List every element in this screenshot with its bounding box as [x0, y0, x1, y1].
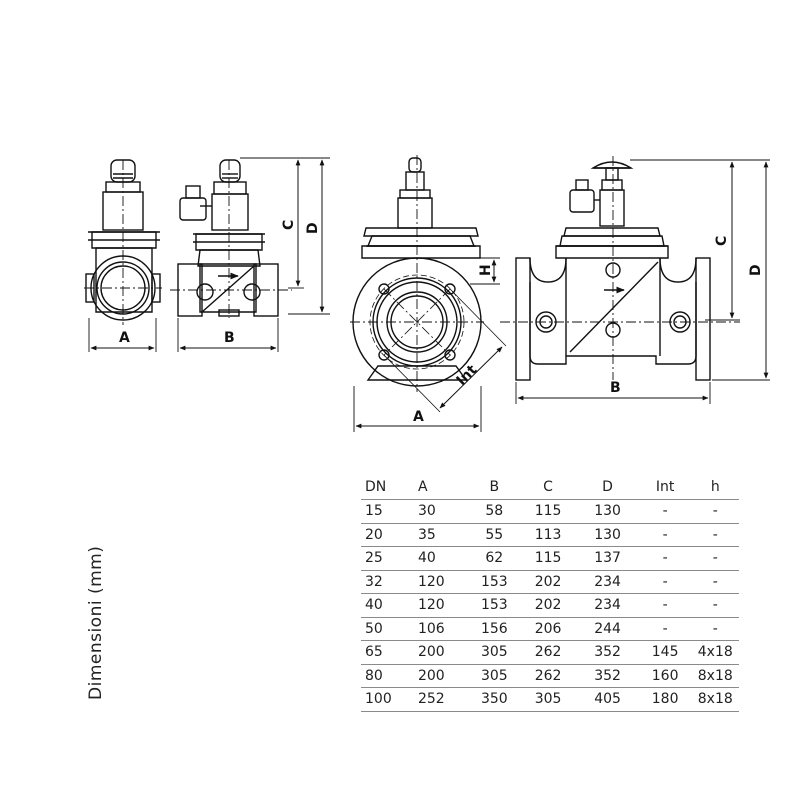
table-cell: 262	[519, 640, 577, 665]
view2-small-valve-side	[170, 157, 330, 352]
table-cell: -	[691, 617, 739, 641]
dimensions-caption: Dimensioni (mm)	[86, 545, 106, 700]
table-cell: -	[638, 523, 692, 547]
view2-label-b: B	[224, 330, 235, 346]
table-cell: -	[638, 499, 692, 524]
col-header-a: A	[413, 474, 469, 500]
view3-flanged-valve-front	[350, 155, 507, 432]
table-cell: 202	[519, 593, 577, 618]
table-cell: 153	[468, 570, 520, 594]
valve-technical-drawing: A B C D A H Int B C D	[84, 155, 770, 432]
table-cell: 305	[468, 640, 520, 665]
table-cell: 20	[361, 523, 414, 547]
table-cell: 180	[638, 687, 692, 712]
table-cell: 32	[361, 570, 414, 594]
table-cell: 106	[413, 617, 469, 641]
table-cell: 35	[413, 523, 469, 547]
table-cell: 8x18	[691, 687, 739, 712]
table-cell: 65	[361, 640, 414, 665]
view2-label-c: C	[281, 220, 297, 230]
view1-small-valve-front	[84, 159, 162, 352]
table-cell: -	[638, 570, 692, 594]
view4-label-b: B	[610, 380, 621, 396]
table-cell: 4x18	[691, 640, 739, 665]
table-cell: 113	[519, 523, 577, 547]
table-cell: 130	[576, 499, 639, 524]
col-header-d: D	[576, 474, 639, 500]
table-cell: 40	[413, 546, 469, 571]
table-cell: 153	[468, 593, 520, 618]
table-cell: 130	[576, 523, 639, 547]
col-header-b: B	[468, 474, 520, 500]
table-cell: 30	[413, 499, 469, 524]
table-cell: 15	[361, 499, 414, 524]
table-cell: -	[691, 546, 739, 571]
table-cell: 200	[413, 640, 469, 665]
table-cell: 8x18	[691, 664, 739, 688]
table-cell: 115	[519, 546, 577, 571]
table-cell: 305	[468, 664, 520, 688]
table-cell: 62	[468, 546, 520, 571]
table-cell: -	[638, 617, 692, 641]
table-cell: 352	[576, 664, 639, 688]
view4-label-c: C	[714, 236, 730, 246]
view4-flanged-valve-side	[500, 156, 770, 404]
table-cell: 352	[576, 640, 639, 665]
table-cell: 200	[413, 664, 469, 688]
table-cell: -	[638, 546, 692, 571]
view3-label-int: Int	[454, 362, 481, 389]
view2-label-d: D	[305, 222, 321, 234]
table-cell: 206	[519, 617, 577, 641]
table-cell: 252	[413, 687, 469, 712]
table-cell: 80	[361, 664, 414, 688]
table-cell: 100	[361, 687, 414, 712]
table-cell: 115	[519, 499, 577, 524]
col-header-h: h	[691, 474, 739, 500]
table-cell: 55	[468, 523, 520, 547]
table-cell: 156	[468, 617, 520, 641]
table-cell: 305	[519, 687, 577, 712]
table-cell: 145	[638, 640, 692, 665]
table-cell: -	[691, 593, 739, 618]
table-cell: 25	[361, 546, 414, 571]
table-cell: 350	[468, 687, 520, 712]
table-cell: 244	[576, 617, 639, 641]
view4-label-d: D	[748, 264, 764, 276]
table-cell: 120	[413, 570, 469, 594]
view3-label-h: H	[478, 264, 494, 276]
table-cell: 58	[468, 499, 520, 524]
col-header-int: Int	[638, 474, 692, 500]
table-cell: -	[691, 570, 739, 594]
table-cell: -	[691, 499, 739, 524]
col-header-dn: DN	[361, 474, 414, 500]
view3-label-a: A	[413, 409, 424, 425]
view1-label-a: A	[119, 330, 130, 346]
table-cell: 234	[576, 570, 639, 594]
col-header-c: C	[519, 474, 577, 500]
table-cell: 160	[638, 664, 692, 688]
table-cell: -	[691, 523, 739, 547]
table-cell: 50	[361, 617, 414, 641]
table-cell: 120	[413, 593, 469, 618]
table-cell: 262	[519, 664, 577, 688]
table-cell: 137	[576, 546, 639, 571]
table-cell: 40	[361, 593, 414, 618]
table-cell: 234	[576, 593, 639, 618]
table-cell: -	[638, 593, 692, 618]
table-cell: 202	[519, 570, 577, 594]
table-cell: 405	[576, 687, 639, 712]
table-header-row: DN A B C D Int h	[361, 474, 739, 500]
